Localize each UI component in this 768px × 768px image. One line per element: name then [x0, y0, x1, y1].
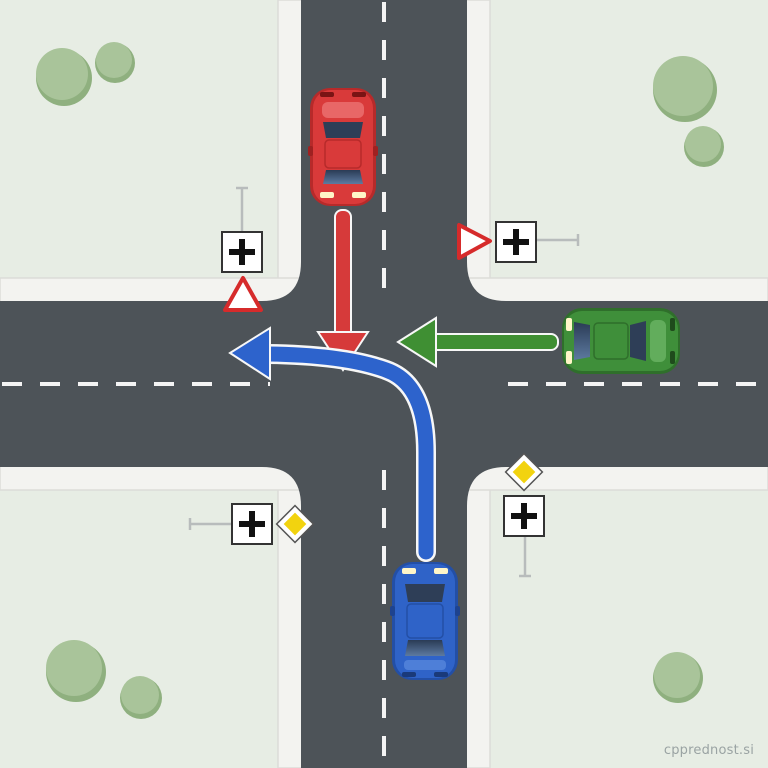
green-car [562, 308, 680, 374]
red-car [308, 88, 378, 206]
tree [684, 126, 724, 167]
tree [653, 56, 717, 122]
priority-road-icon [504, 452, 544, 492]
sign-post-ne [457, 221, 580, 263]
yield-icon [223, 276, 263, 312]
sign-post-nw [221, 186, 263, 312]
priority-road-icon [275, 504, 315, 544]
intersection-icon [221, 231, 263, 273]
yield-icon [457, 223, 492, 260]
intersection-icon [503, 495, 545, 537]
tree [120, 676, 162, 719]
green-car-path-arrow [396, 316, 559, 368]
watermark: cpprednost.si [663, 743, 754, 758]
intersection-icon [231, 503, 273, 545]
sign-post-se [503, 452, 545, 578]
sign-post-sw [188, 503, 315, 545]
curb-corners [262, 262, 506, 506]
blue-car-path-arrow [228, 326, 436, 562]
tree [46, 640, 106, 702]
blue-car [390, 562, 460, 680]
trees [36, 42, 724, 719]
tree [36, 48, 92, 106]
tree [653, 652, 703, 703]
tree [95, 42, 135, 83]
intersection-icon [495, 221, 537, 263]
